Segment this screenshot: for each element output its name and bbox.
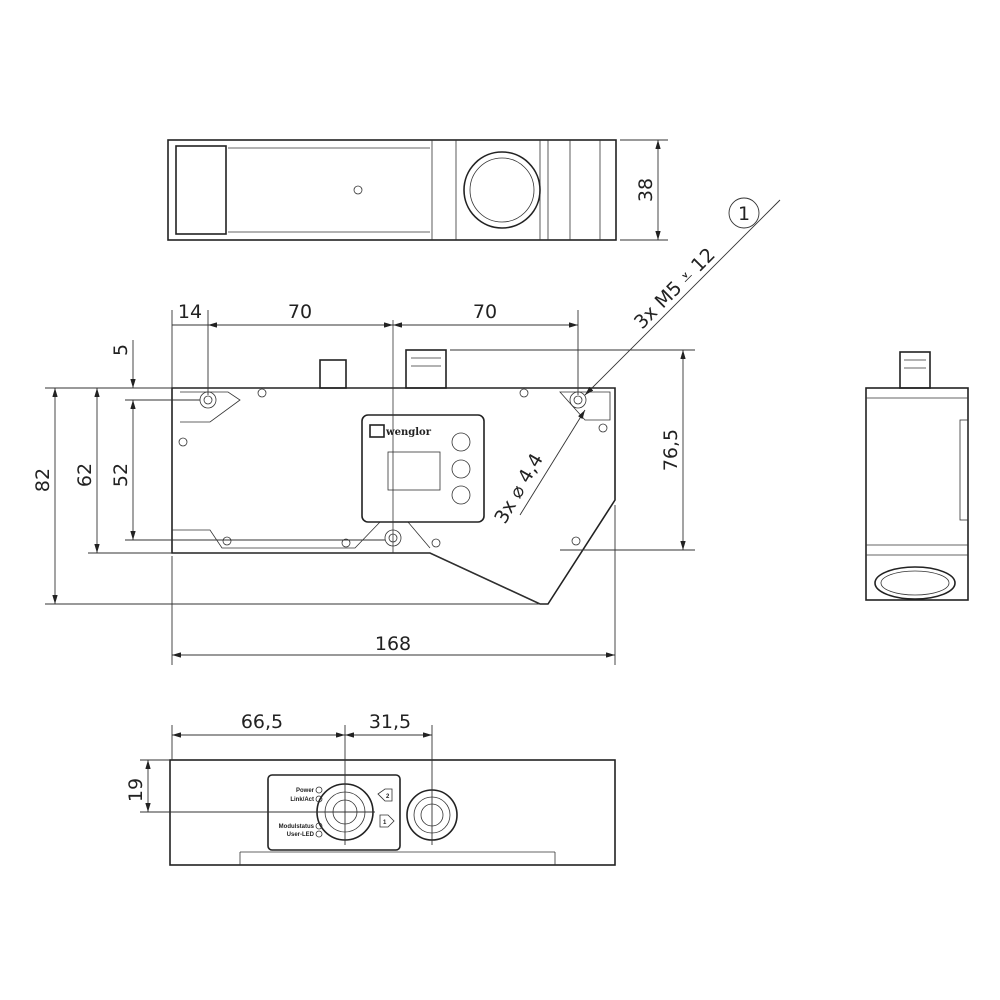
bottom-view: Power Link/Act Modulstatus User-LED 2 1 … xyxy=(125,711,616,866)
dim-62: 62 xyxy=(74,463,96,487)
thread-annotation: 3x M5 ⩡ 12 xyxy=(630,244,720,334)
port-1-icon xyxy=(379,814,395,828)
port-2-icon xyxy=(377,788,393,802)
port-2-label: 2 xyxy=(386,794,390,800)
dim-76-5: 76,5 xyxy=(660,429,682,471)
top-view: 38 xyxy=(167,139,668,241)
dim-82: 82 xyxy=(32,468,54,492)
dim-5: 5 xyxy=(110,344,132,356)
dim-38: 38 xyxy=(635,178,657,202)
dim-66-5: 66,5 xyxy=(241,711,283,733)
dim-70-b: 70 xyxy=(473,301,497,323)
dim-31-5: 31,5 xyxy=(369,711,411,733)
dim-14: 14 xyxy=(178,301,202,323)
port-1-label: 1 xyxy=(383,820,387,826)
dim-52: 52 xyxy=(110,463,132,487)
dim-19: 19 xyxy=(125,778,147,802)
led-label-link-act: Link/Act xyxy=(290,797,314,803)
callout-number: 1 xyxy=(738,203,750,225)
dim-168: 168 xyxy=(375,633,411,655)
wenglor-logo-icon xyxy=(369,424,385,438)
side-view xyxy=(865,351,969,601)
dim-70-a: 70 xyxy=(288,301,312,323)
led-label-modulstatus: Modulstatus xyxy=(279,824,315,830)
led-label-power: Power xyxy=(296,788,315,794)
logo-text: wenglor xyxy=(385,427,432,438)
led-label-user-led: User-LED xyxy=(287,832,315,838)
hole-annotation: 3x ⌀ 4,4 xyxy=(490,450,548,528)
front-view: wenglor 14 70 70 82 xyxy=(32,197,781,665)
